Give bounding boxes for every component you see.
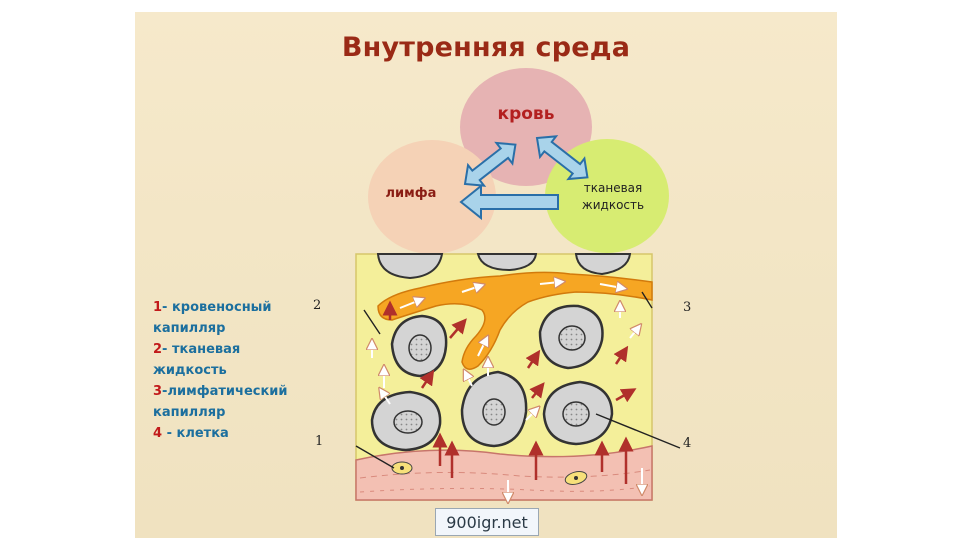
arrow-tissue-lymph xyxy=(459,183,559,221)
legend-item-3-cont: капилляр xyxy=(153,405,226,420)
watermark-link[interactable]: 900igr.net xyxy=(435,508,539,536)
slide: Внутренняя среда кровь лимфа тканевая жи… xyxy=(135,12,837,538)
cell xyxy=(390,314,448,378)
legend-item-1-cont: капилляр xyxy=(153,321,226,336)
legend-item-1: 1- кровеносный xyxy=(153,300,272,315)
legend: 1- кровеносный капилляр 2- тканевая жидк… xyxy=(153,297,288,444)
legend-item-2-cont: жидкость xyxy=(153,363,227,378)
cell xyxy=(376,253,444,280)
cell xyxy=(574,253,632,276)
tissue-fluid-label-line1: тканевая xyxy=(583,181,643,195)
callout-4: 4 xyxy=(683,436,692,451)
lymph-capillary xyxy=(377,271,653,370)
legend-item-2: 2- тканевая xyxy=(153,342,241,357)
lymph-label: лимфа xyxy=(385,186,437,201)
slide-title: Внутренняя среда xyxy=(341,32,631,63)
legend-item-3: 3-лимфатический xyxy=(153,384,288,399)
legend-item-4: 4 - клетка xyxy=(153,426,229,441)
callout-1: 1 xyxy=(315,434,324,449)
tissue-fluid-label-line2: жидкость xyxy=(581,198,645,212)
cycle-arrows xyxy=(459,135,589,221)
arrow-blood-tissue xyxy=(535,135,589,181)
white-arrows xyxy=(372,306,642,498)
blood-capillary xyxy=(355,445,653,501)
tissue-fluid-label: тканевая жидкость xyxy=(563,180,663,214)
tissue-illustration xyxy=(355,253,681,510)
callout-lines xyxy=(355,291,681,469)
callout-3: 3 xyxy=(683,300,692,315)
cell xyxy=(538,304,604,370)
cell xyxy=(542,380,614,446)
blood-label: кровь xyxy=(497,104,555,124)
cell xyxy=(476,253,538,272)
cell xyxy=(460,370,528,448)
arrow-lymph-blood xyxy=(463,141,517,187)
red-arrows xyxy=(382,300,637,484)
cell xyxy=(370,390,442,452)
callout-2: 2 xyxy=(313,298,322,313)
